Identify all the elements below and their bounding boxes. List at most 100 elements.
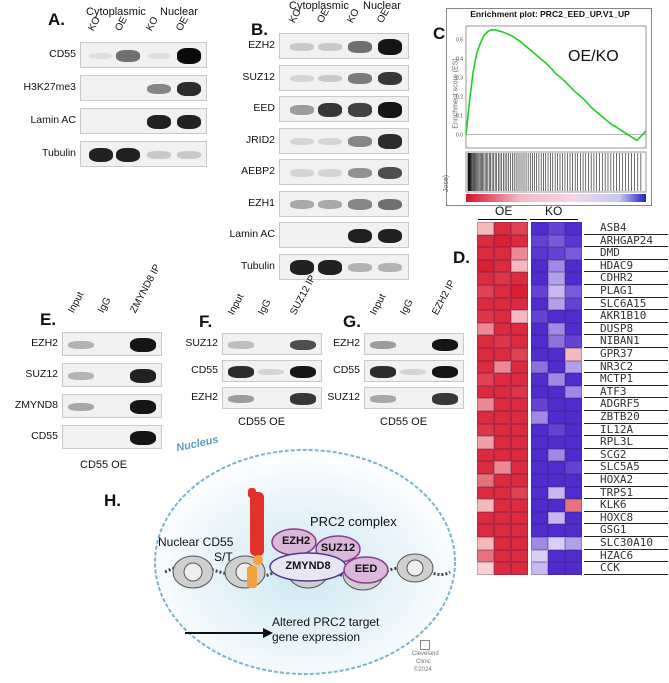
heatmap-cell <box>477 511 494 525</box>
heatmap-cell <box>494 247 511 260</box>
cd55-anchor <box>247 566 257 588</box>
blot-band <box>370 365 396 378</box>
blot-band <box>290 105 314 115</box>
blot-band <box>432 393 458 405</box>
blot-strip-suz12 <box>222 333 322 355</box>
outcome-arrowhead <box>263 628 273 638</box>
heatmap-cell <box>548 373 565 386</box>
heatmap-cell <box>494 423 511 437</box>
gene-label: RPL3L <box>600 435 634 449</box>
gene-row-rule <box>584 271 668 273</box>
gene-row-rule <box>584 258 668 260</box>
panel-g-label: G. <box>343 312 361 331</box>
blot-strip-cd55 <box>222 360 322 382</box>
blot-label-cd55: CD55 <box>191 364 218 376</box>
gene-label: SLC6A15 <box>600 296 647 310</box>
gene-row-rule <box>584 536 668 537</box>
cleveland-clinic-logo-icon <box>420 640 430 650</box>
heatmap-cell <box>565 285 582 298</box>
heatmap-cell <box>511 474 528 487</box>
blot-band <box>258 368 284 376</box>
heatmap-cell <box>511 297 528 311</box>
heatmap-cell <box>531 537 548 550</box>
heatmap-cell <box>565 335 582 348</box>
gene-row-rule <box>584 334 668 336</box>
heatmap-cell <box>477 234 494 248</box>
heatmap-cell <box>548 474 565 487</box>
gene-label: PLAG1 <box>600 284 634 297</box>
heatmap-cell <box>531 247 548 260</box>
gene-label: HOXA2 <box>600 473 634 486</box>
heatmap-group-ko-line <box>530 219 578 220</box>
suz12-label: SUZ12 <box>320 542 356 554</box>
nucleosome-5 <box>396 553 434 583</box>
heatmap-cell <box>565 272 582 285</box>
heatmap-cell <box>565 222 582 235</box>
heatmap-cell <box>531 499 548 512</box>
gene-label: ASB4 <box>600 221 627 234</box>
gene-row-rule <box>584 359 668 361</box>
ranked-list-bar <box>466 194 646 202</box>
lane-label-suz12-ip: SUZ12 IP <box>288 273 319 317</box>
heatmap-cell <box>548 511 565 525</box>
blot-label-zmynd8: ZMYND8 <box>14 399 58 411</box>
heatmap-cell <box>565 549 582 563</box>
heatmap-cell <box>531 310 548 323</box>
heatmap-cell <box>548 348 565 361</box>
gene-row-rule <box>584 473 668 474</box>
heatmap-cell <box>477 335 494 348</box>
blot-label-cd55: CD55 <box>333 364 360 376</box>
ezh2-label: EZH2 <box>281 535 311 547</box>
panel-d-label: D. <box>453 248 470 267</box>
blot-label-ezh1: EZH1 <box>248 196 275 209</box>
gene-label: ARHGAP24 <box>600 233 653 247</box>
blot-label-aebp2: AEBP2 <box>241 165 275 177</box>
heatmap-cell <box>511 562 528 575</box>
heatmap-cell <box>494 360 511 374</box>
ytick-label: 0.0 <box>456 133 463 139</box>
blot-band <box>290 137 314 146</box>
blot-strip-suz12 <box>62 363 162 387</box>
eed-label: EED <box>354 563 378 575</box>
heatmap-cell <box>477 373 494 386</box>
gene-row-rule <box>584 498 668 500</box>
gene-row-rule <box>584 309 668 311</box>
blot-band <box>228 394 254 404</box>
heatmap-cell <box>494 562 511 575</box>
blot-strip-zmynd8 <box>62 394 162 418</box>
heatmap-cell <box>511 247 528 260</box>
blot-band <box>290 260 314 275</box>
blot-label-suz12: SUZ12 <box>25 368 58 380</box>
gene-label: CDHR2 <box>600 271 634 285</box>
heatmap-cell <box>477 385 494 399</box>
blot-band <box>378 102 402 118</box>
heatmap-cell <box>531 234 548 248</box>
gene-label: AKR1B10 <box>600 309 647 323</box>
blot-band <box>147 83 171 95</box>
blot-strip-tubulin <box>80 141 207 167</box>
lane-label-igg: IgG <box>96 295 114 315</box>
blot-band <box>228 341 254 349</box>
heatmap-cell <box>565 234 582 248</box>
heatmap-cell <box>531 549 548 563</box>
panel-e-caption: CD55 OE <box>80 459 128 471</box>
heatmap-cell <box>548 285 565 298</box>
heatmap-cell <box>511 486 528 500</box>
heatmap-cell <box>531 398 548 411</box>
credit-line1: Cleveland <box>412 651 439 657</box>
blot-band <box>290 365 316 379</box>
blot-band <box>348 103 372 117</box>
heatmap-cell <box>511 285 528 298</box>
outcome-line1: Altered PRC2 target <box>272 615 380 629</box>
heatmap-cell <box>565 398 582 411</box>
heatmap-cell <box>531 524 548 537</box>
blot-label-ezh2: EZH2 <box>333 337 360 349</box>
heatmap-cell <box>548 436 565 449</box>
heatmap-cell <box>548 549 565 563</box>
heatmap-cell <box>511 411 528 424</box>
blot-band <box>68 371 94 381</box>
blot-band <box>432 338 458 352</box>
heatmap-cell <box>477 524 494 537</box>
heatmap-cell <box>494 461 511 474</box>
heatmap-cell <box>565 511 582 525</box>
